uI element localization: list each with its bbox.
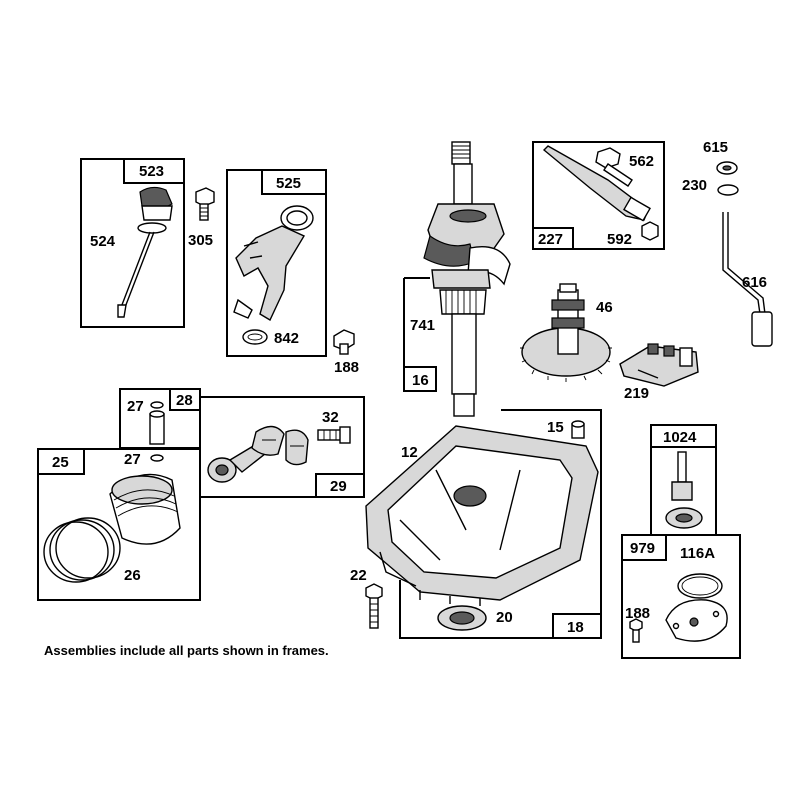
part-o-ring-116a xyxy=(677,573,723,599)
label-32: 32 xyxy=(322,409,339,426)
label-979: 979 xyxy=(630,540,655,557)
part-camshaft-46 xyxy=(520,283,612,382)
label-616: 616 xyxy=(742,274,767,291)
part-pump-cover-plate xyxy=(665,599,728,642)
part-dipstick xyxy=(117,186,173,318)
frame-tube-assembly: 525 xyxy=(226,169,327,357)
frame-crankcase-cover: 18 xyxy=(399,409,602,639)
frame-crankshaft: 16 xyxy=(403,277,437,392)
label-29: 29 xyxy=(330,478,347,495)
frame-oil-pump-cover: 979 xyxy=(621,534,741,659)
label-46: 46 xyxy=(596,299,613,316)
label-188-top: 188 xyxy=(334,359,359,376)
part-breather-15 xyxy=(571,420,585,439)
label-523: 523 xyxy=(139,163,164,180)
label-25: 25 xyxy=(52,454,69,471)
label-1024: 1024 xyxy=(663,429,697,446)
part-governor-nut-615 xyxy=(716,161,738,175)
label-12: 12 xyxy=(401,444,418,461)
label-562: 562 xyxy=(629,153,654,170)
part-piston-pin xyxy=(149,410,165,445)
part-nut-592 xyxy=(641,221,659,241)
label-27-bottom: 27 xyxy=(124,451,141,468)
label-219: 219 xyxy=(624,385,649,402)
label-116a: 116A xyxy=(680,545,715,562)
label-15: 15 xyxy=(547,419,564,436)
part-dipstick-tube xyxy=(233,205,314,321)
part-governor-shaft-616 xyxy=(722,212,773,347)
part-oil-pump-gear xyxy=(665,451,703,529)
part-bolt-188-bottom xyxy=(629,618,643,643)
part-bolt-305 xyxy=(195,187,215,221)
label-525: 525 xyxy=(276,175,301,192)
part-bolt-32 xyxy=(317,426,351,444)
part-clip-27-top xyxy=(150,401,164,409)
part-bolt-188-top xyxy=(333,329,355,355)
part-connecting-rod xyxy=(207,425,309,483)
label-227: 227 xyxy=(538,231,563,248)
part-clip-27-bottom xyxy=(150,454,164,462)
part-piston xyxy=(109,473,181,545)
label-842: 842 xyxy=(274,330,299,347)
label-28: 28 xyxy=(176,392,193,409)
part-governor-219 xyxy=(619,343,699,387)
assemblies-note: Assemblies include all parts shown in fr… xyxy=(44,643,329,658)
part-crankcase-12 xyxy=(365,425,599,606)
part-seal-20 xyxy=(437,605,487,631)
part-bolt-22 xyxy=(365,583,383,629)
label-524: 524 xyxy=(90,233,116,250)
part-washer-230 xyxy=(717,184,739,196)
frame-governor-lever: 227 xyxy=(532,141,665,250)
frame-dipstick-assembly: 523 xyxy=(80,158,185,328)
label-26: 26 xyxy=(124,567,141,584)
label-230: 230 xyxy=(682,177,707,194)
label-20: 20 xyxy=(496,609,513,626)
part-piston-rings-26 xyxy=(43,517,121,583)
frame-piston-assembly: 25 xyxy=(37,448,201,601)
label-188-bottom: 188 xyxy=(625,605,650,622)
label-592: 592 xyxy=(607,231,632,248)
part-seal-842 xyxy=(242,329,268,345)
label-615: 615 xyxy=(703,139,728,156)
part-crankshaft xyxy=(423,141,511,417)
label-22: 22 xyxy=(350,567,367,584)
frame-oil-pump: 1024 xyxy=(650,424,717,536)
label-741: 741 xyxy=(410,317,435,334)
label-18: 18 xyxy=(567,619,584,636)
part-bolt-562 xyxy=(595,147,633,187)
label-16: 16 xyxy=(412,372,429,389)
label-27-top: 27 xyxy=(127,398,144,415)
label-305: 305 xyxy=(188,232,213,249)
part-governor-lever xyxy=(542,145,651,222)
